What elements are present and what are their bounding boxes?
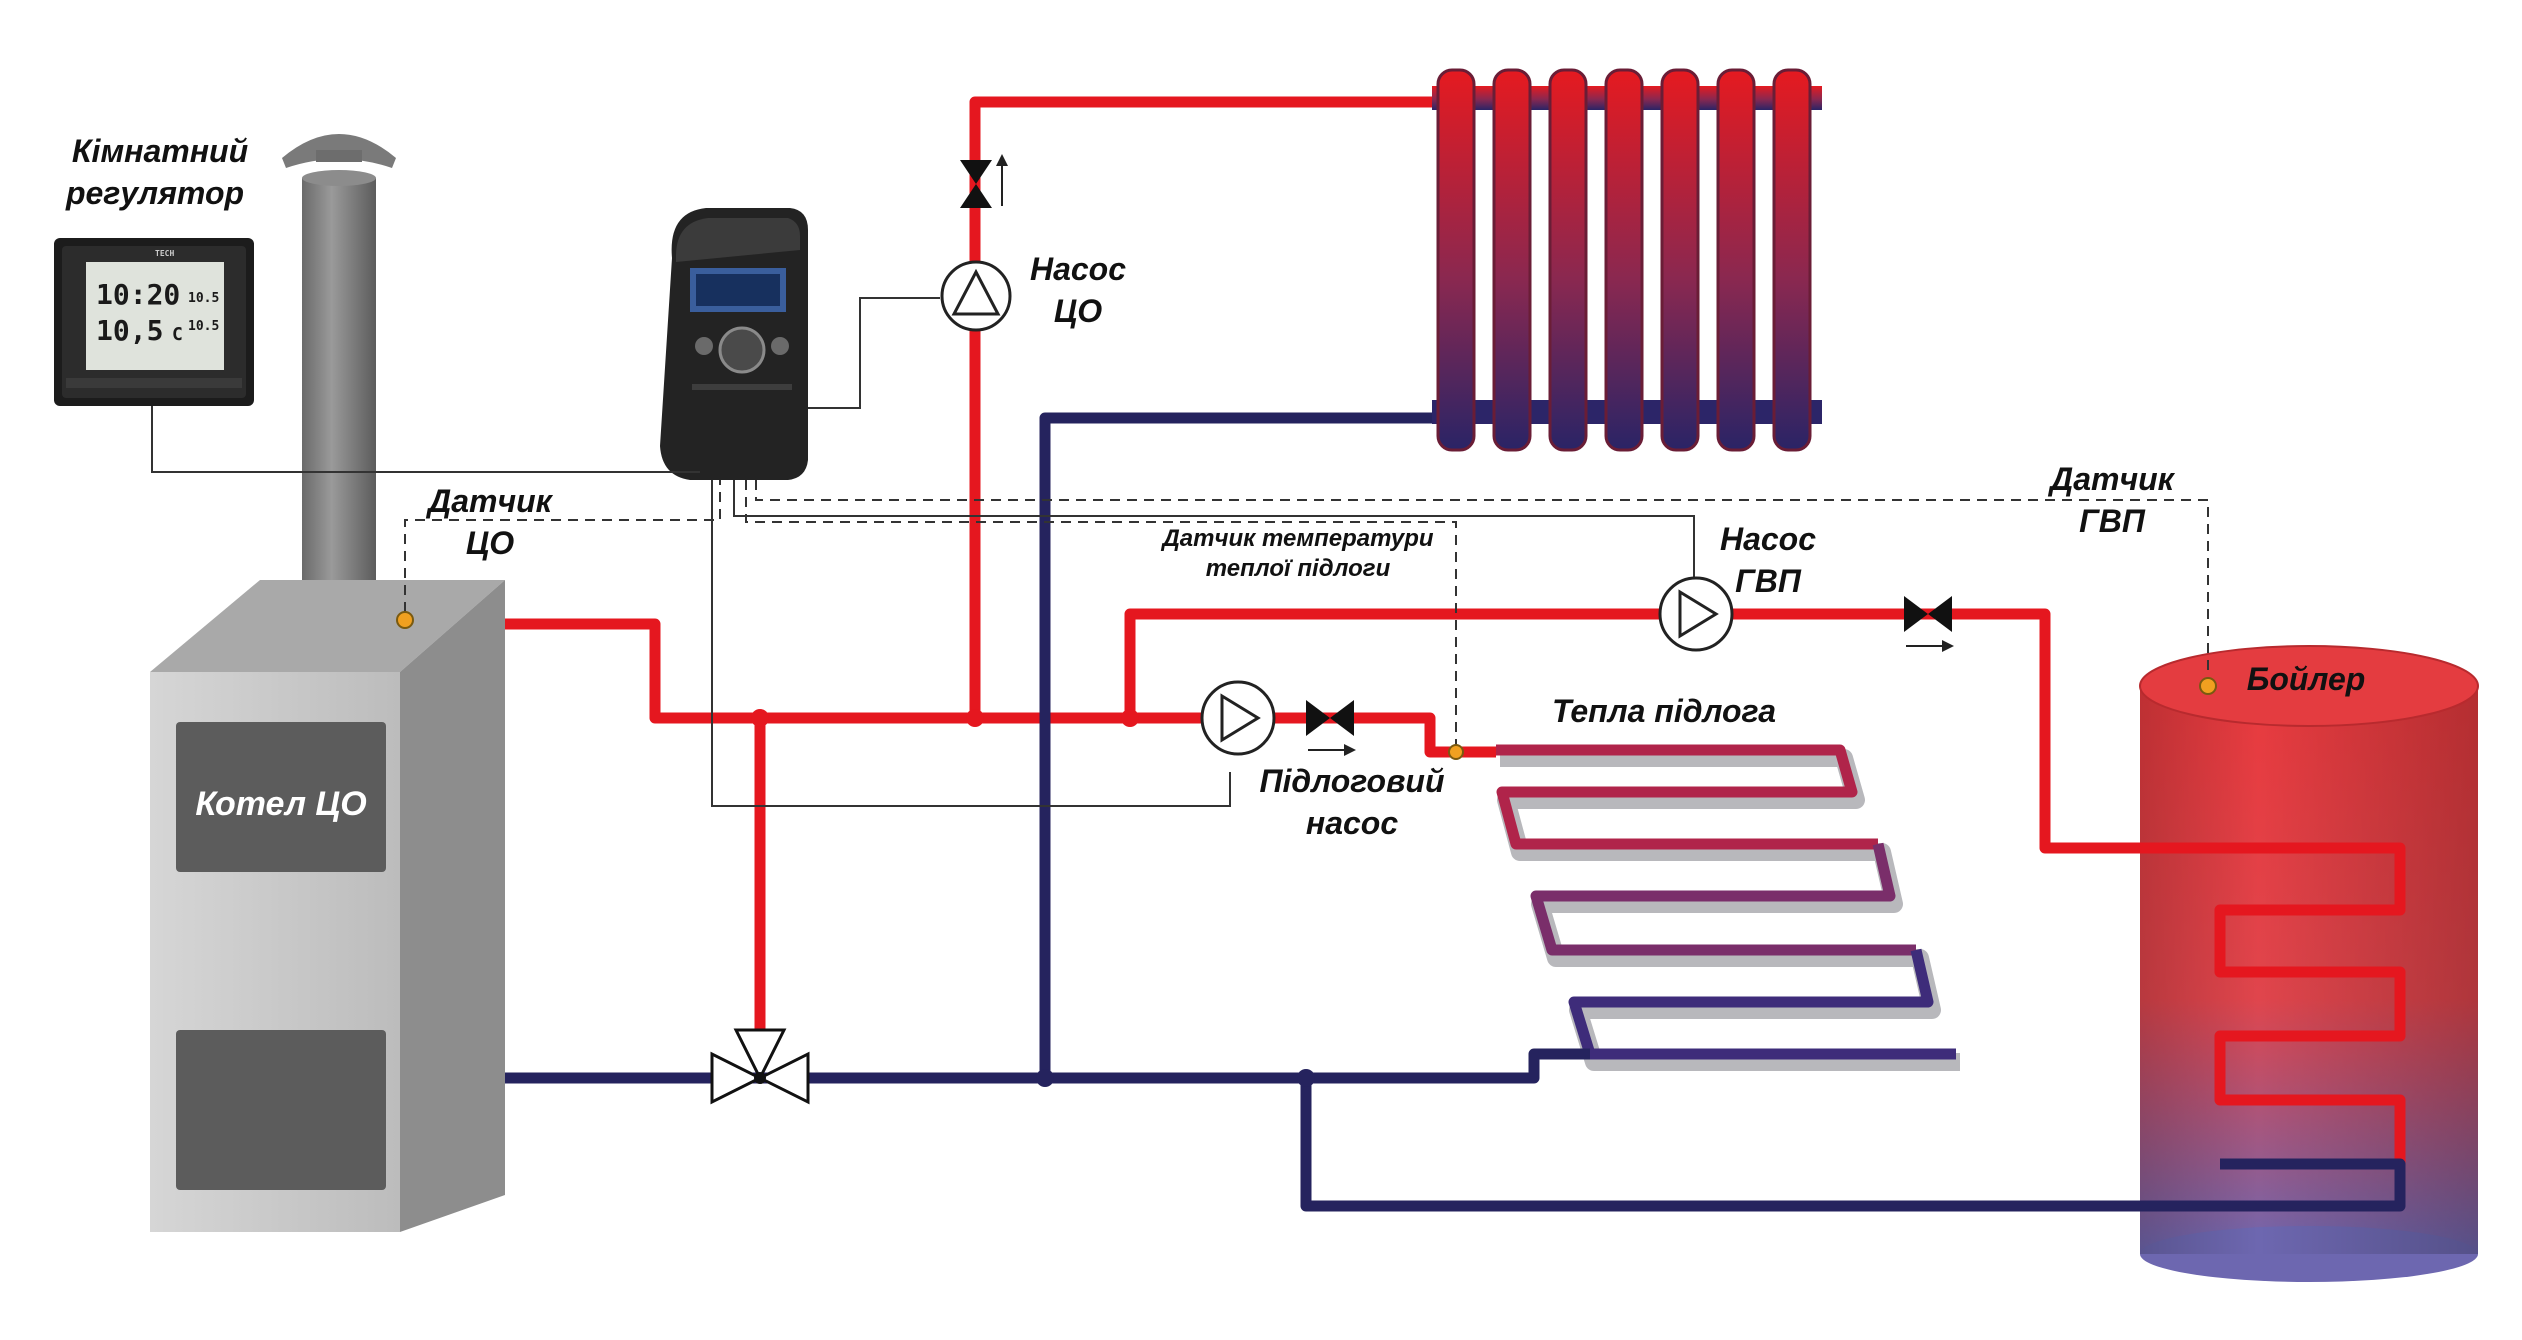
water-heater-label: Бойлер — [2247, 661, 2366, 697]
thermostat-temp: 10,5 — [96, 314, 163, 347]
sensor-co — [396, 611, 414, 629]
thermostat-time: 10:20 — [96, 278, 180, 311]
sensor-gvp-label-2: ГВП — [2079, 503, 2146, 539]
sensor-gvp-label-1: Датчик — [2047, 461, 2176, 497]
boiler-label: Котел ЦО — [195, 785, 366, 823]
check-valve-floor[interactable] — [1306, 700, 1356, 756]
thermostat-set1: 10.5 — [188, 291, 219, 306]
check-valve-gvp[interactable] — [1904, 596, 1954, 652]
three-way-mixing-valve[interactable] — [710, 1028, 810, 1105]
boiler-upper-door — [176, 722, 386, 872]
sensor-gvp — [2199, 677, 2217, 695]
controller-button-left[interactable] — [695, 337, 713, 355]
return-pipes — [505, 412, 2406, 1212]
pump-co[interactable] — [940, 260, 1012, 332]
thermostat-screen — [86, 262, 224, 370]
pump-co-label-1: Насос — [1030, 251, 1126, 287]
radiator — [1432, 68, 1822, 452]
pump-gvp[interactable] — [1658, 576, 1734, 652]
thermostat-unit: C — [172, 324, 183, 345]
supply-tees — [751, 709, 1139, 727]
control-wiring — [151, 297, 2209, 807]
floor-pump-label-1: Підлоговий — [1260, 763, 1445, 799]
room-thermostat[interactable]: 10:20 10,5 C 10.5 10.5 TECH — [54, 238, 254, 406]
controller-button-right[interactable] — [771, 337, 789, 355]
floor-sensor-label-1: Датчик температури — [1160, 525, 1433, 552]
check-valve-co[interactable] — [960, 154, 1008, 208]
floor-pump-label-2: насос — [1306, 805, 1398, 841]
boiler-controller[interactable] — [660, 208, 808, 480]
thermostat-brand: TECH — [155, 249, 174, 258]
pump-co-label-2: ЦО — [1054, 293, 1102, 329]
floor-sensor-label-2: теплої підлоги — [1206, 555, 1391, 582]
room-regulator-label-2: регулятор — [65, 175, 244, 211]
pump-gvp-label-1: Насос — [1720, 521, 1816, 557]
thermostat-set2: 10.5 — [188, 319, 219, 334]
pump-floor[interactable] — [1200, 680, 1276, 756]
sensor-floor — [1448, 744, 1464, 760]
warm-floor-coil — [1496, 744, 1960, 1071]
boiler-lower-door — [176, 1030, 386, 1190]
sensor-co-label-1: Датчик — [425, 483, 554, 519]
controller-knob[interactable] — [718, 326, 766, 374]
pump-gvp-label-2: ГВП — [1735, 563, 1802, 599]
warm-floor-label: Тепла підлога — [1552, 693, 1776, 729]
room-regulator-label-1: Кімнатний — [72, 133, 248, 169]
chimney — [282, 134, 396, 618]
boiler-co: Котел ЦО — [150, 580, 505, 1232]
sensor-co-label-2: ЦО — [466, 525, 514, 561]
water-heater-tank — [2139, 645, 2479, 1282]
